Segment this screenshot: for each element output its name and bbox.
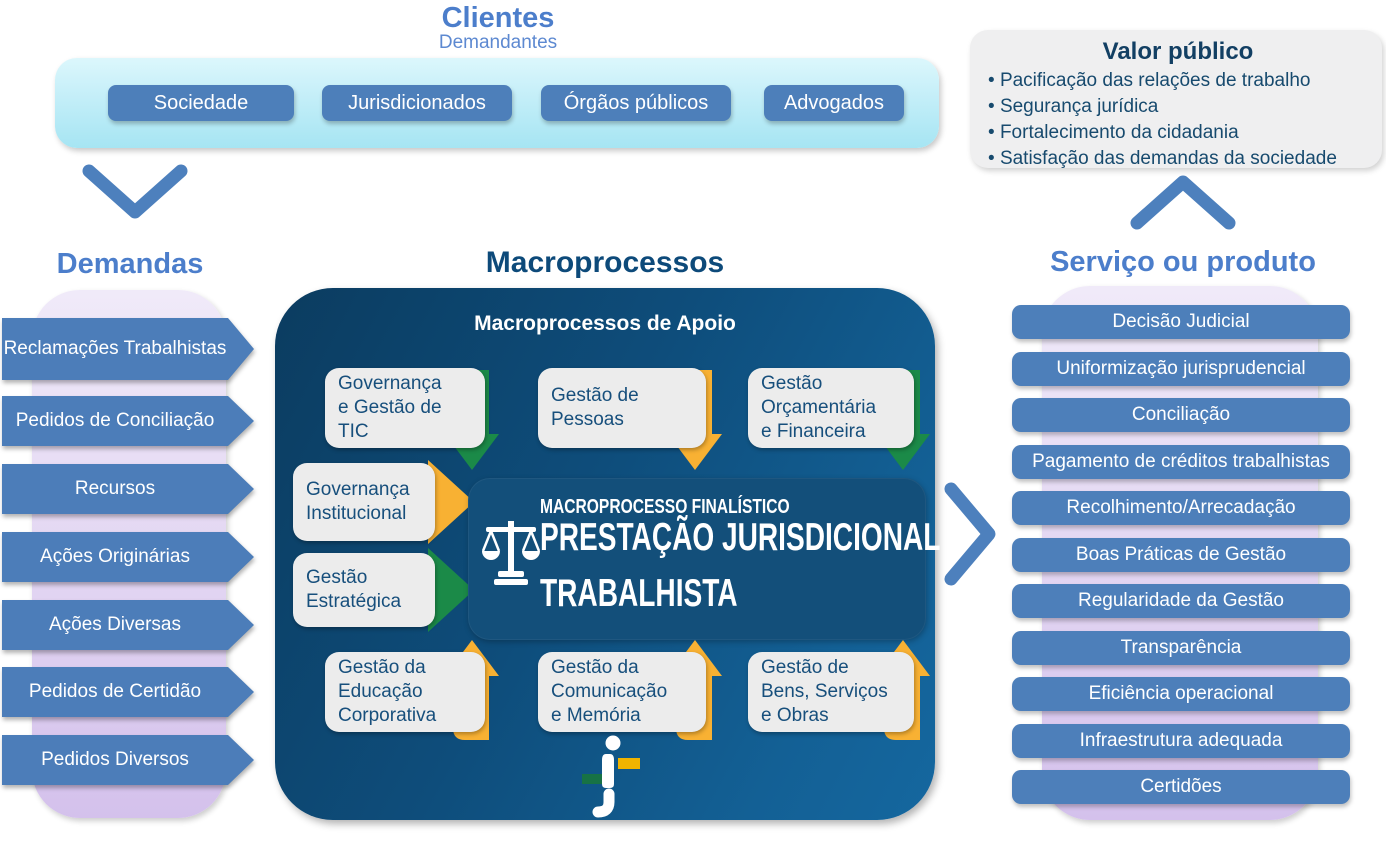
macro-box-educacao-corporativa: Gestão da Educação Corporativa	[325, 652, 485, 732]
valor-publico-item: Pacificação das relações de trabalho	[988, 68, 1368, 94]
finalistico-line1: PRESTAÇÃO JURISDICIONAL	[540, 516, 941, 559]
valor-publico-item: Segurança jurídica	[988, 94, 1368, 120]
macro-box-gestao-pessoas: Gestão de Pessoas	[538, 368, 706, 448]
right-arrow-icon	[428, 460, 474, 544]
demanda-item: Ações Diversas	[2, 600, 254, 650]
finalistico-line2: TRABALHISTA	[540, 572, 738, 615]
servico-item: Pagamento de créditos trabalhistas	[1012, 445, 1350, 479]
demanda-item: Recursos	[2, 464, 254, 514]
justica-do-trabalho-logo	[582, 735, 640, 818]
right-arrow-icon	[428, 548, 474, 632]
macroprocessos-apoio-title: Macroprocessos de Apoio	[474, 312, 736, 335]
macro-box-bens-servicos-obras: Gestão de Bens, Serviços e Obras	[748, 652, 914, 732]
macro-box-gestao-estrategica: Gestão Estratégica	[293, 553, 435, 627]
up-chevron-icon	[1130, 175, 1236, 230]
servico-item: Eficiência operacional	[1012, 677, 1350, 711]
servico-item: Conciliação	[1012, 398, 1350, 432]
servico-item: Infraestrutura adequada	[1012, 724, 1350, 758]
servico-title: Serviço ou produto	[1050, 246, 1316, 278]
macro-box-governanca-institucional: Governança Institucional	[293, 463, 435, 541]
down-chevron-icon	[82, 164, 188, 219]
macroprocessos-title: Macroprocessos	[485, 246, 725, 279]
demanda-item: Pedidos de Conciliação	[2, 396, 254, 446]
demanda-item: Pedidos Diversos	[2, 735, 254, 785]
client-sociedade: Sociedade	[108, 85, 294, 121]
servico-item: Boas Práticas de Gestão	[1012, 538, 1350, 572]
servico-item: Certidões	[1012, 770, 1350, 804]
client-orgaos-publicos: Órgãos públicos	[541, 85, 731, 121]
right-chevron-icon	[944, 482, 996, 586]
client-jurisdicionados: Jurisdicionados	[322, 85, 512, 121]
demandas-title: Demandas	[56, 248, 204, 280]
servico-item: Regularidade da Gestão	[1012, 584, 1350, 618]
servico-item: Transparência	[1012, 631, 1350, 665]
macro-box-comunicacao-memoria: Gestão da Comunicação e Memória	[538, 652, 706, 732]
finalistico-box	[468, 478, 926, 640]
demanda-item: Ações Originárias	[2, 532, 254, 582]
clientes-subtitle: Demandantes	[438, 32, 558, 53]
macro-box-gestao-orcamentaria: Gestão Orçamentária e Financeira	[748, 368, 914, 448]
valor-publico-title: Valor público	[1102, 38, 1254, 65]
servico-item: Decisão Judicial	[1012, 305, 1350, 339]
scales-of-justice-icon	[482, 521, 540, 585]
valor-publico-item: Fortalecimento da cidadania	[988, 120, 1368, 146]
servico-item: Uniformização jurisprudencial	[1012, 352, 1350, 386]
macro-box-governanca-tic: Governança e Gestão de TIC	[325, 368, 485, 448]
demanda-item: Reclamações Trabalhistas	[2, 318, 254, 380]
client-advogados: Advogados	[764, 85, 904, 121]
valor-publico-box: Valor público Pacificação das relações d…	[970, 30, 1382, 169]
demanda-item: Pedidos de Certidão	[2, 667, 254, 717]
valor-publico-item: Satisfação das demandas da sociedade	[988, 146, 1368, 172]
servico-item: Recolhimento/Arrecadação	[1012, 491, 1350, 525]
clientes-title: Clientes	[441, 2, 555, 34]
finalistico-kicker: MACROPROCESSO FINALÍSTICO	[540, 496, 790, 518]
